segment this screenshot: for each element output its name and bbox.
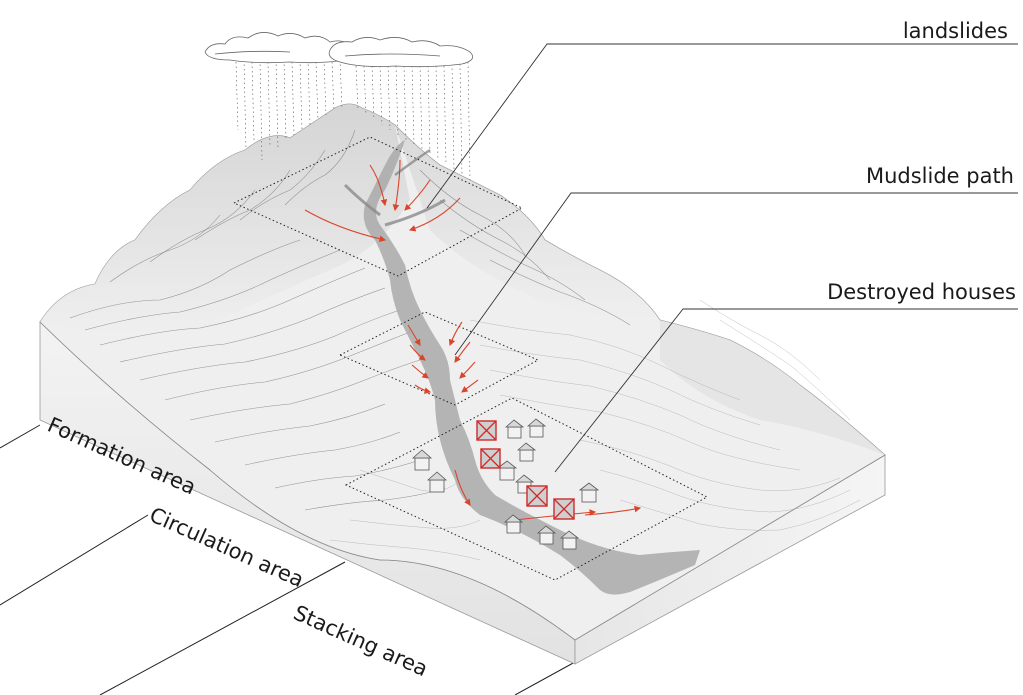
stacking-zone-box: [344, 397, 709, 581]
destroyed-houses: [476, 420, 575, 520]
destroyed-house-icon: [476, 420, 497, 441]
house-icon: [504, 419, 525, 439]
landslides-leader: [426, 43, 1018, 209]
house-icon: [526, 418, 547, 438]
leader-lines: [426, 43, 1018, 473]
house-icon: [496, 460, 518, 481]
destroyed-house-icon: [526, 485, 548, 507]
landslides-label: landslides: [903, 19, 1008, 43]
house-icon: [503, 514, 524, 534]
destroyed-houses-label: Destroyed houses: [827, 280, 1016, 304]
zone-line-3: [99, 561, 346, 695]
mudslide-path-label: Mudslide path: [866, 164, 1014, 188]
cloud-icon: [204, 32, 474, 68]
zone-boxes: [232, 136, 709, 581]
house-icon: [426, 471, 448, 493]
contour-lines: [69, 129, 861, 561]
house-icon: [411, 449, 433, 471]
rain-icon: [235, 59, 471, 181]
mudslide-path-leader: [454, 192, 1018, 356]
zone-line-1: [0, 424, 41, 449]
house-icon: [536, 525, 557, 545]
zone-line-4: [514, 661, 576, 695]
zone-line-2: [0, 514, 149, 606]
mudslide-channel: [363, 140, 700, 595]
destroyed-houses-leader: [554, 308, 1018, 473]
destroyed-house-icon: [553, 498, 575, 520]
formation-zone-box: [232, 136, 524, 277]
stacking-area-label: Stacking area: [290, 601, 431, 682]
destroyed-house-icon: [480, 448, 501, 469]
houses: [411, 418, 600, 550]
house-icon: [516, 442, 537, 462]
house-icon: [578, 482, 600, 503]
zone-divider-lines: [0, 424, 576, 695]
house-icon: [559, 530, 580, 550]
